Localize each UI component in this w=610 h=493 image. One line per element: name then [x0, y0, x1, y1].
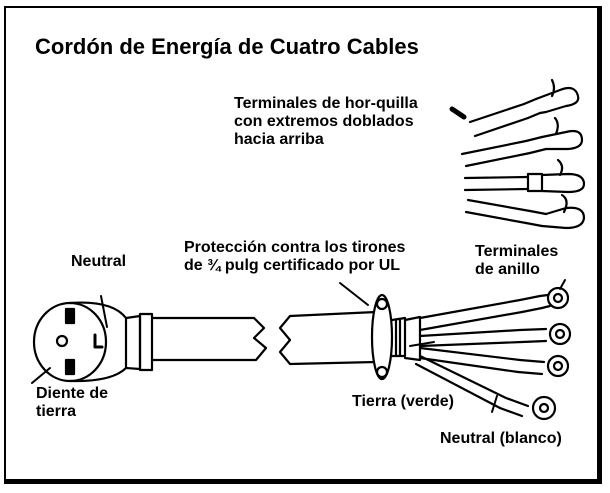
label-neutral-white: Neutral (blanco): [440, 430, 562, 447]
label-ground-prong: Diente de tierra: [36, 385, 109, 420]
cord-right-drawing: [278, 310, 378, 366]
ground-green-pointer: [409, 341, 435, 347]
plug-drawing: [31, 295, 154, 384]
plug-slot-bottom: [64, 358, 76, 376]
neutral-pointer: [100, 295, 108, 328]
label-strain-relief: Protección contra los tirones de ¾ pulg …: [184, 239, 406, 274]
strain-relief-pointer: [339, 282, 369, 306]
diagram-title: Cordón de Energía de Cuatro Cables: [35, 34, 419, 59]
plug-slot-top: [64, 307, 76, 325]
ground-pointer: [31, 367, 51, 384]
fork-label-pointer: [449, 106, 467, 120]
fork-terminals-drawing: [449, 78, 586, 230]
ring-terminals-drawing: [409, 279, 572, 421]
neutral-slot: [93, 333, 104, 349]
strain-relief-drawing: [339, 282, 422, 381]
label-ground-green: Tierra (verde): [352, 393, 454, 410]
label-fork-terminals: Terminales de hor-quilla con extremos do…: [234, 95, 418, 148]
ring-terminals-pointer: [559, 279, 566, 290]
label-ring-terminals: Terminales de anillo: [475, 243, 559, 278]
neutral-white-pointer: [491, 395, 498, 413]
label-neutral: Neutral: [71, 253, 127, 270]
cord-left-drawing: [150, 316, 268, 362]
diagram-frame: [4, 6, 602, 484]
ground-prong-hole: [55, 334, 69, 348]
